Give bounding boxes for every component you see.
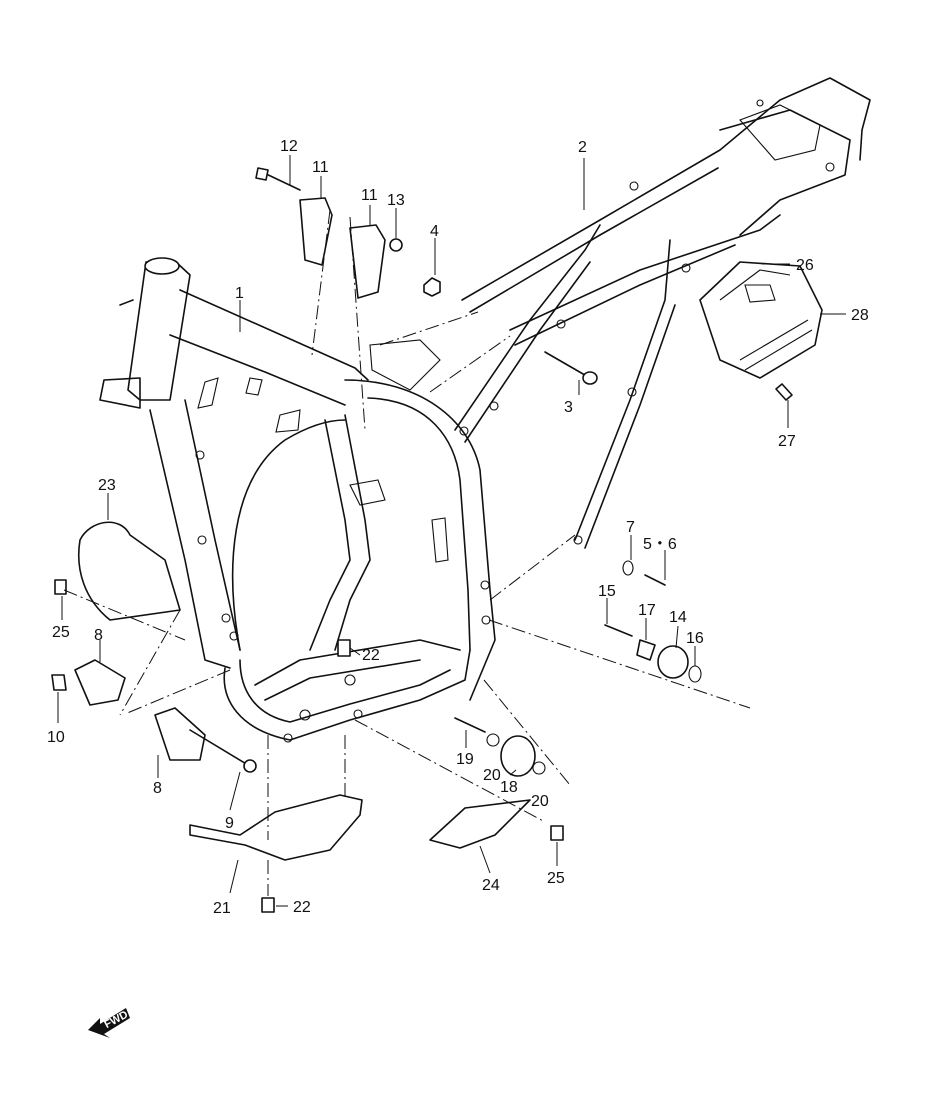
label-part-8-upper: 8 (94, 627, 103, 644)
bolt-10 (51, 674, 67, 691)
label-part-4: 4 (430, 223, 439, 240)
label-part-2: 2 (578, 139, 587, 156)
washer-7 (622, 560, 634, 576)
roller-14 (657, 645, 689, 679)
bolt-25-right (550, 825, 564, 841)
forward-arrow-icon: FWD (88, 1008, 130, 1038)
washer-20-right (532, 761, 546, 775)
label-part-25-right: 25 (547, 870, 565, 887)
label-part-19: 19 (456, 751, 474, 768)
label-part-12: 12 (280, 138, 298, 155)
label-part-9: 9 (225, 815, 234, 832)
bolt-27 (775, 383, 793, 401)
bolt-22-upper (337, 639, 351, 657)
label-part-5-6: 5・6 (643, 536, 677, 553)
label-part-16: 16 (686, 630, 704, 647)
fwd-badge-text: FWD (102, 1009, 130, 1031)
label-part-22-lower: 22 (293, 899, 311, 916)
bolt-12 (261, 171, 301, 191)
collar-17 (636, 639, 656, 661)
guard-24 (429, 799, 531, 849)
label-part-20-right: 20 (531, 793, 549, 810)
main-frame (99, 257, 496, 743)
bolt-25-left (54, 579, 67, 595)
bolt-22-lower (261, 897, 275, 913)
bolt-19 (454, 717, 486, 733)
label-part-22-upper: 22 (362, 647, 380, 664)
washer-20-left (486, 733, 500, 747)
bracket-11-right (349, 224, 386, 299)
bolt-15 (604, 624, 633, 637)
label-part-1: 1 (235, 285, 244, 302)
label-part-27: 27 (778, 433, 796, 450)
rear-subframe (454, 77, 871, 549)
label-part-25-left: 25 (52, 624, 70, 641)
label-part-21: 21 (213, 900, 231, 917)
label-part-18: 18 (500, 779, 518, 796)
label-part-11-left: 11 (312, 159, 329, 176)
label-part-7: 7 (626, 519, 635, 536)
part-number-labels: 1 2 3 4 5・6 7 8 8 9 10 11 11 12 13 14 15… (47, 138, 869, 917)
label-part-13: 13 (387, 192, 405, 209)
label-part-20-left: 20 (483, 767, 501, 784)
label-part-8-lower: 8 (153, 780, 162, 797)
nut-13 (389, 238, 403, 252)
label-part-10: 10 (47, 729, 65, 746)
guard-23 (78, 521, 181, 621)
label-part-3: 3 (564, 399, 573, 416)
label-part-24: 24 (482, 877, 500, 894)
roller-18 (500, 735, 536, 777)
label-part-17: 17 (638, 602, 656, 619)
bracket-11-left (299, 197, 333, 266)
plate-8-lower (154, 707, 206, 761)
label-part-28: 28 (851, 307, 869, 324)
label-part-15: 15 (598, 583, 616, 600)
nut-4 (423, 277, 441, 297)
label-part-26: 26 (796, 257, 814, 274)
washer-16 (688, 665, 702, 683)
bolt-3 (544, 351, 591, 379)
leader-lines (57, 155, 846, 907)
bolt-5-6 (644, 574, 666, 586)
label-part-23: 23 (98, 477, 116, 494)
bolt-9 (189, 729, 249, 766)
label-part-11-right: 11 (361, 187, 378, 204)
skid-plate-21 (189, 794, 363, 861)
plate-8-upper (74, 659, 126, 706)
label-part-14: 14 (669, 609, 687, 626)
control-unit-box (699, 261, 823, 379)
